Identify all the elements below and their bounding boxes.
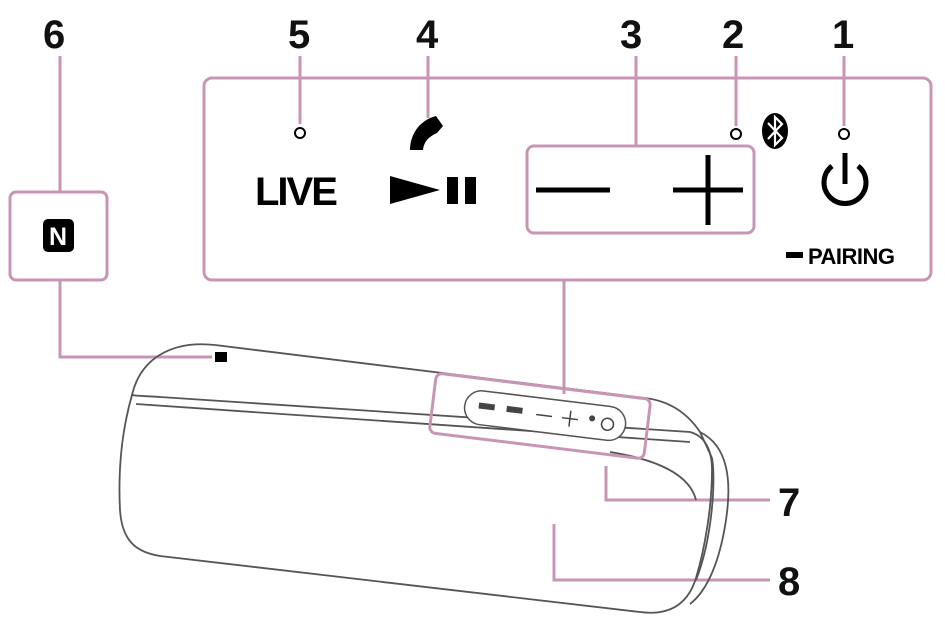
power-indicator-lamp (838, 128, 850, 140)
callout-number-7: 7 (778, 481, 800, 525)
callout-number-6: 6 (43, 13, 65, 57)
nfc-callout-box (8, 190, 109, 282)
callout-number-3: 3 (620, 13, 642, 57)
speaker-body (118, 343, 730, 614)
power-icon (821, 153, 869, 206)
leader-nfc-to-speaker (58, 280, 212, 359)
nfc-mark-letter: N (49, 223, 67, 251)
nfc-mark-icon: N (43, 219, 74, 252)
volume-buttons-callout-box (525, 144, 756, 235)
callout-number-1: 1 (832, 13, 854, 57)
callout-number-2: 2 (722, 13, 744, 57)
live-button-label: LIVE (255, 170, 337, 214)
leader-lines (58, 56, 846, 582)
callout-number-8: 8 (778, 560, 800, 604)
bluetooth-indicator-lamp (730, 128, 742, 140)
pairing-dash (786, 252, 803, 258)
live-indicator-lamp (294, 127, 306, 139)
call-icon (410, 116, 443, 150)
volume-plus-icon (673, 155, 743, 225)
callout-number-4: 4 (416, 13, 439, 57)
callout-number-5: 5 (288, 13, 310, 57)
speaker-control-panel-callout-box (428, 372, 652, 460)
speaker-nfc-mark (215, 352, 227, 362)
leader-8 (552, 524, 770, 582)
speaker-mini-control-panel (463, 390, 627, 442)
play-pause-icon (390, 176, 476, 204)
control-panel-callout-box (202, 76, 933, 282)
bluetooth-icon (762, 113, 788, 149)
leader-7 (604, 466, 770, 502)
pairing-label: PAIRING (808, 244, 895, 269)
